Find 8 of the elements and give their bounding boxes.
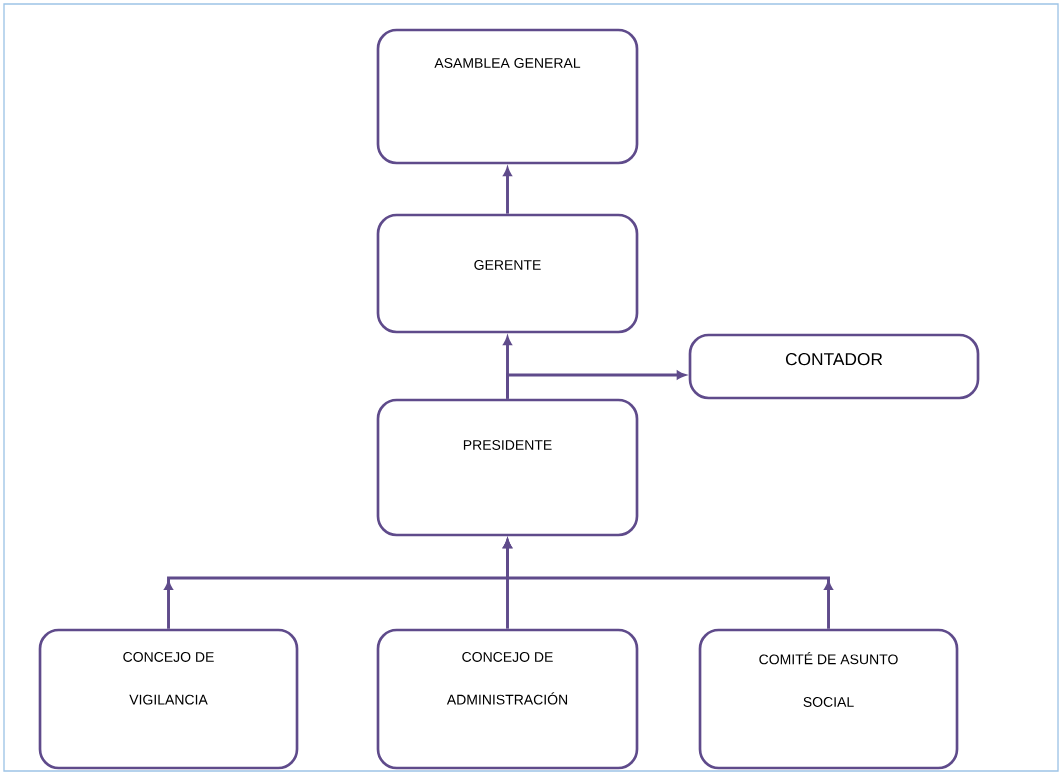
org-box: CONCEJO DE VIGILANCIA xyxy=(38,628,299,770)
org-box: CONTADOR xyxy=(688,333,980,400)
org-box: CONCEJO DE ADMINISTRACIÓN xyxy=(376,628,639,770)
org-box: GERENTE xyxy=(376,213,639,334)
org-box: ASAMBLEA GENERAL xyxy=(376,28,639,165)
org-box: COMITÉ DE ASUNTO SOCIAL xyxy=(698,628,959,770)
arrow xyxy=(506,370,686,399)
org-box: PRESIDENTE xyxy=(376,398,639,537)
